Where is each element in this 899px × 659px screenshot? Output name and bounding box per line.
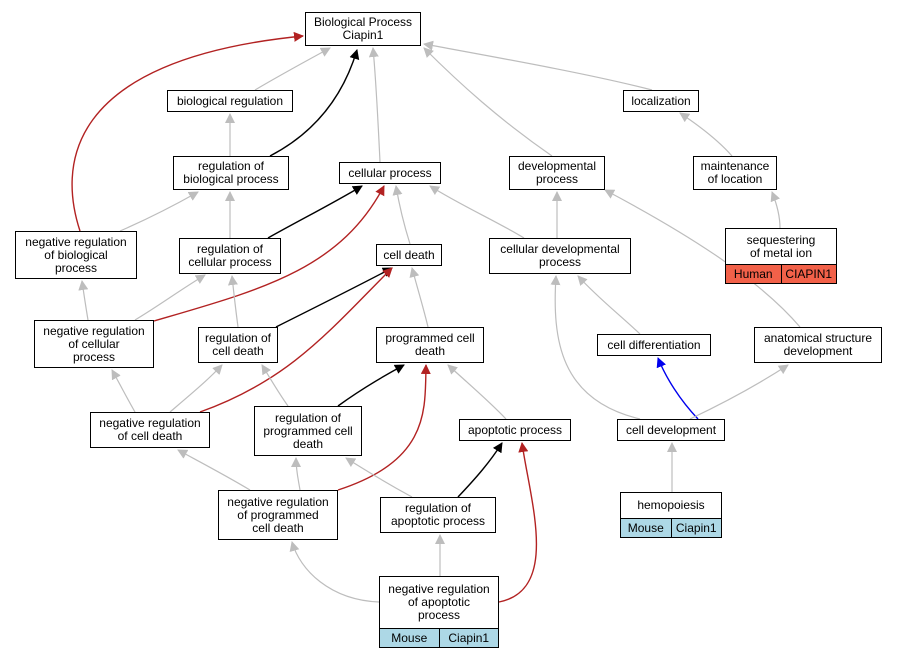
- term-node-anat[interactable]: anatomical structure development: [754, 327, 882, 363]
- term-node-neg-bio[interactable]: negative regulation of biological proces…: [15, 231, 137, 279]
- edge-neg_death-to-reg_death: [169, 364, 223, 413]
- edge-cell_dev_proc-to-cellular: [429, 185, 525, 239]
- term-label: apoptotic process: [467, 422, 563, 437]
- term-node-root[interactable]: Biological Process Ciapin1: [305, 12, 421, 46]
- term-node-apoptotic[interactable]: apoptotic process: [459, 419, 571, 441]
- term-node-reg-bio[interactable]: regulation of biological process: [173, 156, 289, 190]
- term-node-cell-death[interactable]: cell death: [376, 244, 442, 266]
- edge-neg_bio-to-reg_bio: [119, 191, 199, 232]
- term-label: regulation of programmed cell death: [263, 410, 353, 451]
- edge-maintenance-to-localization: [679, 112, 733, 157]
- term-label: Biological Process Ciapin1: [313, 15, 413, 42]
- term-node-reg-death[interactable]: regulation of cell death: [198, 327, 278, 363]
- edge-neg_bio-to-root: [71, 31, 304, 232]
- edge-neg_pcd-to-reg_pcd: [291, 457, 302, 491]
- edge-reg_death-to-reg_cell: [227, 275, 239, 328]
- term-node-cell-development[interactable]: cell development: [617, 419, 725, 441]
- edge-reg_cell-to-cellular: [267, 185, 363, 239]
- term-node-cellular[interactable]: cellular process: [339, 162, 441, 184]
- term-node-neg-cell[interactable]: negative regulation of cellular process: [34, 320, 154, 368]
- edge-reg_pcd-to-pcd: [337, 364, 405, 407]
- term-node-bioreg[interactable]: biological regulation: [167, 90, 293, 112]
- edge-cell_diff-to-cell_dev_proc: [577, 275, 641, 335]
- edge-neg_cell-to-neg_bio: [78, 280, 89, 321]
- term-label: negative regulation of cellular process: [43, 323, 145, 364]
- term-node-cell-dev-proc[interactable]: cellular developmental process: [489, 238, 631, 274]
- term-label: negative regulation of apoptotic process: [388, 582, 490, 622]
- edge-reg_pcd-to-reg_death: [261, 364, 289, 407]
- term-label: programmed cell death: [385, 331, 475, 358]
- term-node-cell-diff[interactable]: cell differentiation: [597, 334, 711, 356]
- term-label: regulation of biological process: [183, 159, 279, 186]
- species-tag: Mouse: [621, 519, 671, 537]
- edge-anat-to-developmental: [604, 189, 801, 328]
- edge-cell_development-to-anat: [689, 364, 789, 420]
- edge-neg_death-to-cell_death: [199, 267, 393, 413]
- edge-cellular-to-root: [368, 47, 381, 163]
- term-node-reg-cell[interactable]: regulation of cellular process: [179, 238, 281, 274]
- term-label: cell differentiation: [607, 337, 701, 352]
- gene-tag: Ciapin1: [670, 519, 721, 537]
- term-node-reg-pcd[interactable]: regulation of programmed cell death: [254, 406, 362, 456]
- term-label: localization: [631, 93, 691, 108]
- term-node-maintenance[interactable]: maintenance of location: [693, 156, 777, 190]
- species-tag: Human: [726, 265, 781, 283]
- edge-localization-to-root: [423, 40, 653, 91]
- term-label: hemopoiesis: [637, 498, 705, 512]
- term-label: biological regulation: [176, 93, 284, 108]
- edge-cell_development-to-cell_diff: [656, 357, 699, 420]
- species-tag: Mouse: [380, 629, 439, 647]
- term-label: developmental process: [517, 159, 597, 186]
- gene-tag: CIAPIN1: [780, 265, 836, 283]
- term-label: cell development: [625, 422, 717, 437]
- edge-reg_bio-to-root: [269, 49, 360, 157]
- edge-neg_pcd-to-pcd: [337, 364, 431, 491]
- edge-neg_death-to-neg_cell: [111, 369, 136, 413]
- term-label: regulation of cell death: [204, 331, 272, 358]
- term-node-neg-apop[interactable]: negative regulation of apoptotic process…: [379, 576, 499, 648]
- term-label: maintenance of location: [700, 159, 770, 186]
- term-node-neg-death[interactable]: negative regulation of cell death: [90, 412, 210, 448]
- edge-neg_cell-to-cellular: [153, 185, 385, 322]
- edge-apoptotic-to-pcd: [447, 364, 507, 420]
- term-node-pcd[interactable]: programmed cell death: [376, 327, 484, 363]
- term-node-developmental[interactable]: developmental process: [509, 156, 605, 190]
- edge-neg_apop-to-apoptotic: [498, 442, 538, 603]
- term-label: negative regulation of biological proces…: [25, 234, 127, 275]
- term-label: cellular process: [348, 165, 432, 180]
- term-node-localization[interactable]: localization: [623, 90, 699, 112]
- term-label: sequestering of metal ion: [746, 232, 816, 260]
- term-node-reg-apop[interactable]: regulation of apoptotic process: [380, 497, 496, 533]
- term-label: regulation of apoptotic process: [390, 501, 486, 528]
- term-label: negative regulation of cell death: [99, 416, 201, 443]
- edge-pcd-to-cell_death: [409, 267, 429, 328]
- edge-developmental-to-root: [423, 47, 553, 157]
- edge-reg_death-to-cell_death: [275, 267, 393, 328]
- edge-neg_apop-to-neg_pcd: [289, 541, 380, 603]
- term-label: negative regulation of programmed cell d…: [227, 494, 329, 535]
- edge-reg_apop-to-apoptotic: [457, 442, 503, 498]
- term-label: cellular developmental process: [500, 242, 620, 269]
- edge-cell_death-to-cellular: [392, 185, 411, 245]
- term-label: regulation of cellular process: [188, 242, 272, 269]
- gene-tag: Ciapin1: [438, 629, 498, 647]
- edge-bioreg-to-root: [254, 47, 331, 91]
- edge-neg_cell-to-reg_cell: [134, 274, 206, 321]
- edge-neg_pcd-to-neg_death: [177, 449, 251, 491]
- term-node-neg-pcd[interactable]: negative regulation of programmed cell d…: [218, 490, 338, 540]
- term-label: cell death: [383, 247, 435, 262]
- term-label: anatomical structure development: [763, 331, 873, 358]
- edge-reg_apop-to-reg_pcd: [345, 457, 413, 498]
- edge-sequestering-to-maintenance: [770, 191, 781, 229]
- edge-cell_development-to-cell_dev_proc: [550, 275, 641, 420]
